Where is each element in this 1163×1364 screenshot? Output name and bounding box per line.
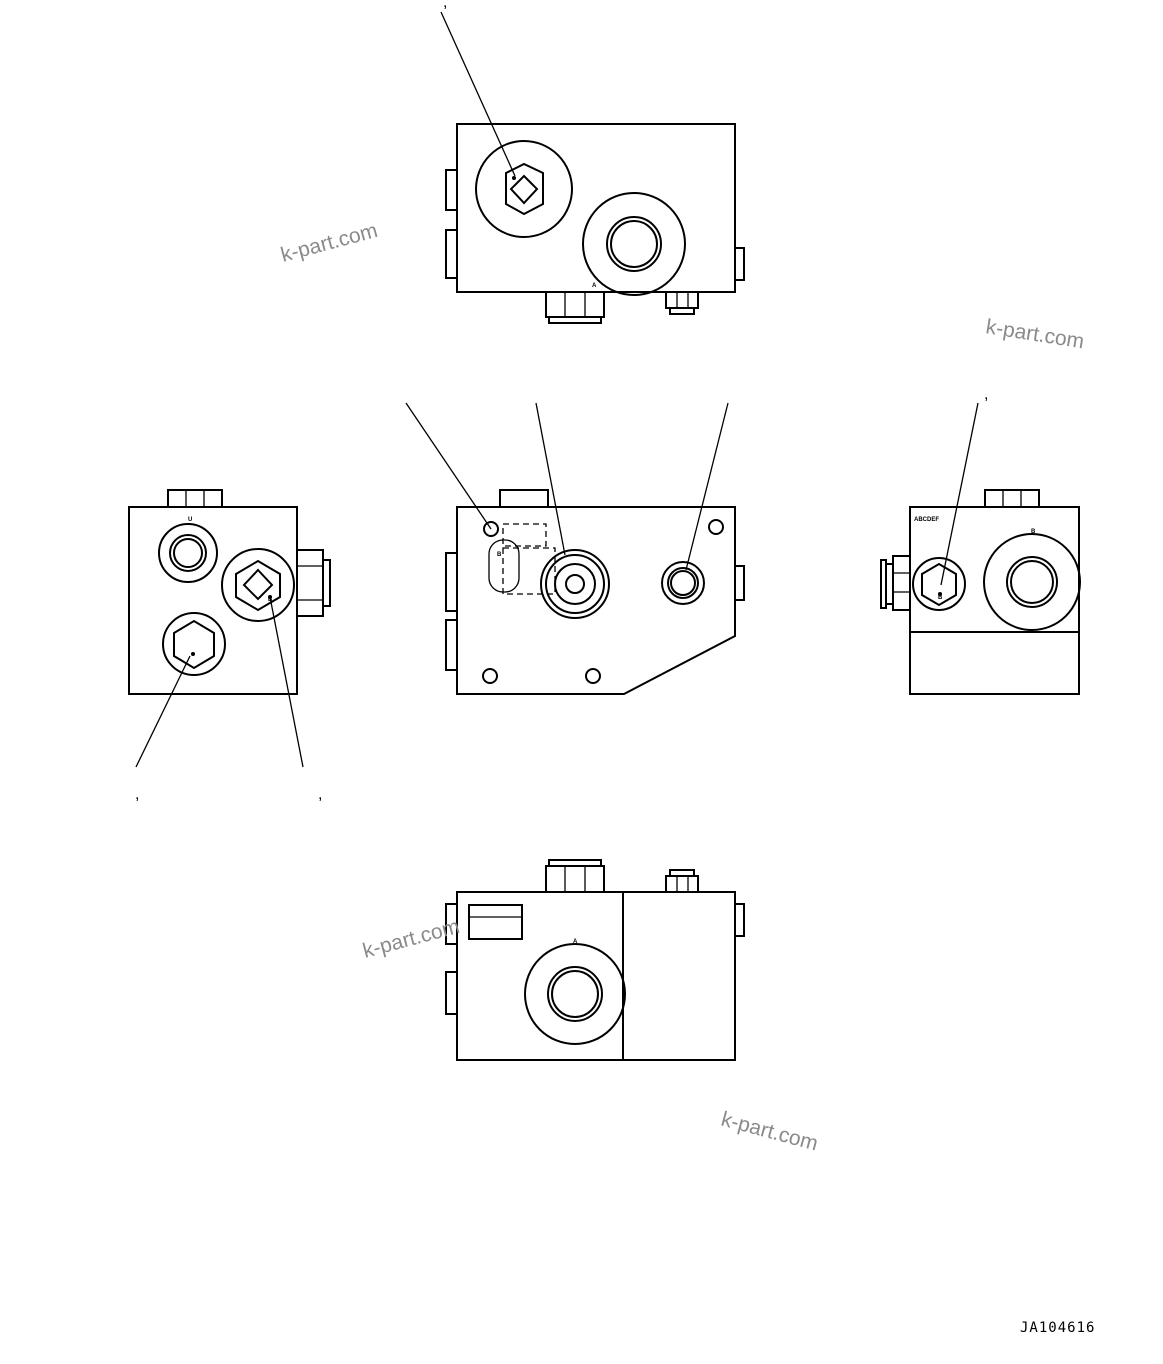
bottom-view: A xyxy=(445,859,745,1061)
right-view-port-label: B xyxy=(1031,529,1036,535)
bottom-view-port-label-a: A xyxy=(573,939,578,945)
right-view-leader-line xyxy=(940,402,979,586)
front-view-leader-c xyxy=(685,402,729,571)
left-view-callout-mark-b: , xyxy=(318,786,322,803)
right-view: ABCDEF B B , xyxy=(880,386,1081,695)
left-view-port-label-u: U xyxy=(188,517,192,523)
front-view: B xyxy=(405,402,745,695)
front-view-leader-a xyxy=(405,402,492,530)
left-view: U B , , xyxy=(128,489,331,803)
document-id: JA104616 xyxy=(1020,1320,1095,1336)
front-view-port-label-b: B xyxy=(497,552,502,558)
top-view-hex-plug xyxy=(475,140,573,238)
top-view-large-port xyxy=(582,192,686,296)
watermark-1: k-part.com xyxy=(278,219,380,267)
watermark-2: k-part.com xyxy=(984,315,1086,353)
left-view-leader-a xyxy=(135,655,191,768)
right-view-callout-mark: , xyxy=(984,386,988,403)
top-view: A , xyxy=(440,0,745,324)
right-view-small-label: B xyxy=(938,595,943,601)
right-view-plate-label: ABCDEF xyxy=(914,517,939,523)
watermark-3: k-part.com xyxy=(360,915,462,963)
left-view-callout-mark-a: , xyxy=(135,786,139,803)
top-view-leader-line xyxy=(440,11,516,177)
front-view-leader-b xyxy=(535,402,566,556)
watermark-4: k-part.com xyxy=(719,1108,821,1156)
front-view-main-valve xyxy=(540,549,610,619)
top-view-callout-mark: , xyxy=(443,0,447,11)
top-view-bottom-fittings xyxy=(545,291,699,324)
top-view-port-label-a: A xyxy=(592,283,597,289)
left-view-leader-b xyxy=(269,596,304,768)
